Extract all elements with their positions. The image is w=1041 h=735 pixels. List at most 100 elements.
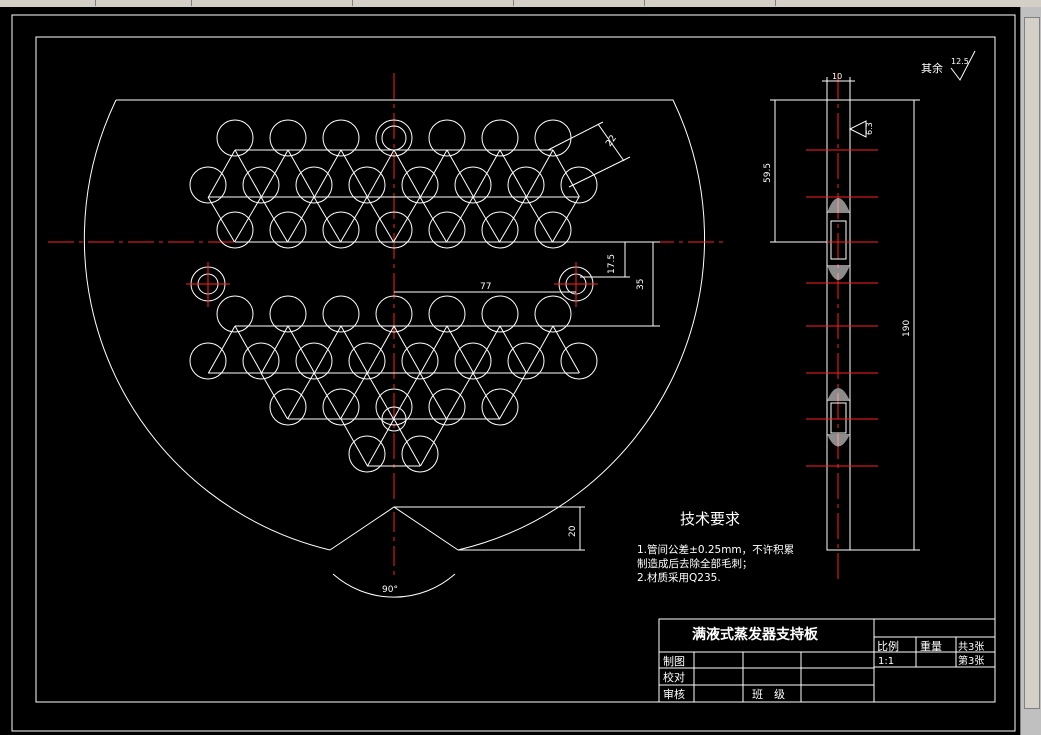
pitch-line	[207, 196, 235, 243]
dim-59-5-text: 59.5	[763, 163, 773, 183]
section-hatch-2a	[827, 388, 850, 401]
pitch-line	[340, 372, 368, 420]
tube-hole	[269, 295, 307, 333]
drawn-label: 制图	[663, 655, 685, 668]
tube-hole	[322, 119, 360, 157]
pitch-line	[393, 372, 421, 420]
tube-hole	[481, 388, 519, 426]
tube-hole	[428, 388, 466, 426]
pitch-line	[473, 325, 501, 374]
tube-hole	[216, 295, 254, 333]
roughness-symbol-12-5	[950, 50, 976, 81]
pitch-line	[340, 149, 368, 198]
section-hole-2	[830, 402, 847, 434]
pitch-line	[261, 325, 289, 374]
tube-hole	[322, 295, 360, 333]
tube-hole	[242, 166, 280, 204]
center-tube-hole	[381, 125, 407, 151]
tube-hole	[375, 388, 413, 426]
scale-label: 比例	[877, 639, 899, 653]
tube-hole	[269, 211, 307, 249]
sheet-number: 第3张	[958, 654, 984, 667]
tube-hole-pattern	[189, 119, 598, 473]
tube-hole	[507, 166, 545, 204]
pitch-line	[234, 149, 262, 198]
pitch-line	[366, 196, 394, 243]
pitch-line	[499, 149, 527, 198]
dim-17-5-text: 17.5	[607, 254, 617, 274]
angle-arc	[332, 573, 456, 598]
pitch-line	[287, 325, 315, 374]
pitch-line	[208, 149, 236, 198]
pitch-line	[367, 325, 395, 374]
dim-22-line	[597, 123, 625, 162]
pitch-line	[313, 372, 341, 420]
pitch-line	[526, 325, 554, 374]
pitch-line	[393, 196, 421, 243]
tube-hole	[348, 435, 386, 473]
tube-hole	[189, 342, 227, 380]
section-hatch-2b	[827, 434, 850, 447]
vertical-scrollbar[interactable]	[1020, 7, 1041, 735]
pitch-line	[314, 325, 342, 374]
tube-hole	[534, 211, 572, 249]
checked-label: 校对	[663, 670, 685, 684]
dim-190-text: 190	[902, 320, 912, 337]
title-block	[658, 618, 996, 703]
pitch-line	[420, 325, 448, 374]
dim-20-text: 20	[568, 525, 578, 537]
tech-req-title: 技术要求	[680, 510, 740, 528]
tube-hole	[560, 166, 598, 204]
tube-hole	[454, 342, 492, 380]
section-hatch-1a	[827, 198, 850, 213]
pitch-line	[287, 372, 315, 420]
title-block-title: 满液式蒸发器支持板	[692, 626, 819, 643]
tube-hole	[428, 295, 466, 333]
roughness-6-3-text: 6.3	[865, 122, 874, 135]
dim-77-text: 77	[480, 282, 491, 292]
roughness-symbol-6-3	[848, 120, 867, 138]
tube-hole	[189, 166, 227, 204]
pitch-line	[234, 196, 262, 243]
tube-hole	[428, 119, 466, 157]
tube-hole	[534, 295, 572, 333]
scrollbar-thumb[interactable]	[1024, 17, 1040, 709]
pitch-line	[420, 149, 448, 198]
pitch-line	[472, 372, 500, 420]
pitch-line	[367, 418, 395, 467]
scale-value: 1:1	[878, 656, 894, 667]
tube-hole	[322, 388, 360, 426]
dim-35-text: 35	[636, 279, 646, 290]
pitch-line	[525, 196, 553, 243]
top-toolbar-strip	[0, 0, 1041, 7]
tube-hole	[242, 342, 280, 380]
tube-hole	[348, 166, 386, 204]
pitch-line	[340, 196, 368, 243]
tube-hole	[401, 166, 439, 204]
pitch-line	[552, 149, 580, 198]
pitch-line	[367, 149, 395, 198]
section-hole-1	[830, 220, 847, 260]
tech-req-line2: 制造成后去除全部毛刺；	[637, 557, 753, 570]
tube-hole	[348, 342, 386, 380]
total-sheets: 共3张	[958, 641, 984, 653]
pitch-line	[366, 372, 394, 420]
pitch-line	[287, 196, 315, 243]
tube-hole	[375, 211, 413, 249]
pitch-line	[472, 196, 500, 243]
tube-hole	[481, 211, 519, 249]
section-hatch-1b	[827, 265, 850, 280]
pitch-line	[473, 149, 501, 198]
pitch-line	[526, 149, 554, 198]
dim-10-text: 10	[832, 72, 842, 81]
center-tube-hole	[381, 406, 407, 432]
pitch-line	[393, 149, 421, 198]
side-view-tube-centerlines	[806, 149, 878, 467]
reviewed-label: 审核	[663, 687, 685, 701]
pitch-line	[419, 196, 447, 243]
pitch-line	[552, 325, 580, 374]
pitch-line	[287, 149, 315, 198]
drawing-canvas: 90° 77 17.5 35 22 20 10 59	[11, 14, 1016, 732]
pitch-line	[314, 149, 342, 198]
tube-hole	[375, 295, 413, 333]
